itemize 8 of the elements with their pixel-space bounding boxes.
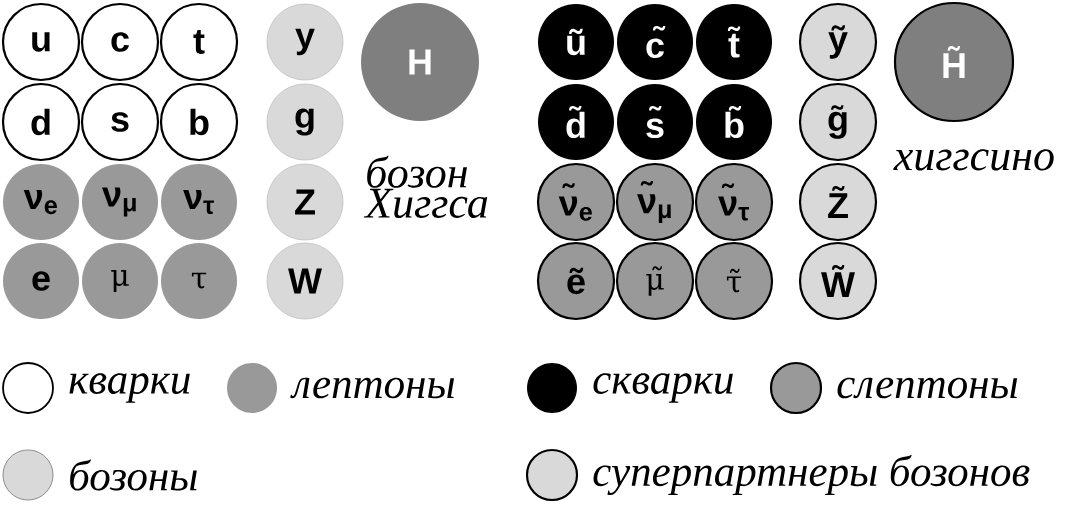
legend-label: скварки: [593, 373, 733, 403]
caption-text: хиггсино: [893, 149, 1054, 171]
legend-label: лептоны: [290, 377, 454, 399]
legend-label: кварки: [69, 373, 190, 403]
caption-text: бозон Хиггса: [363, 155, 488, 219]
legend-label: суперпартнеры бозонов: [593, 454, 1030, 495]
legend-label: бозоны: [70, 459, 197, 491]
legend-label: слептоны: [837, 377, 1018, 399]
